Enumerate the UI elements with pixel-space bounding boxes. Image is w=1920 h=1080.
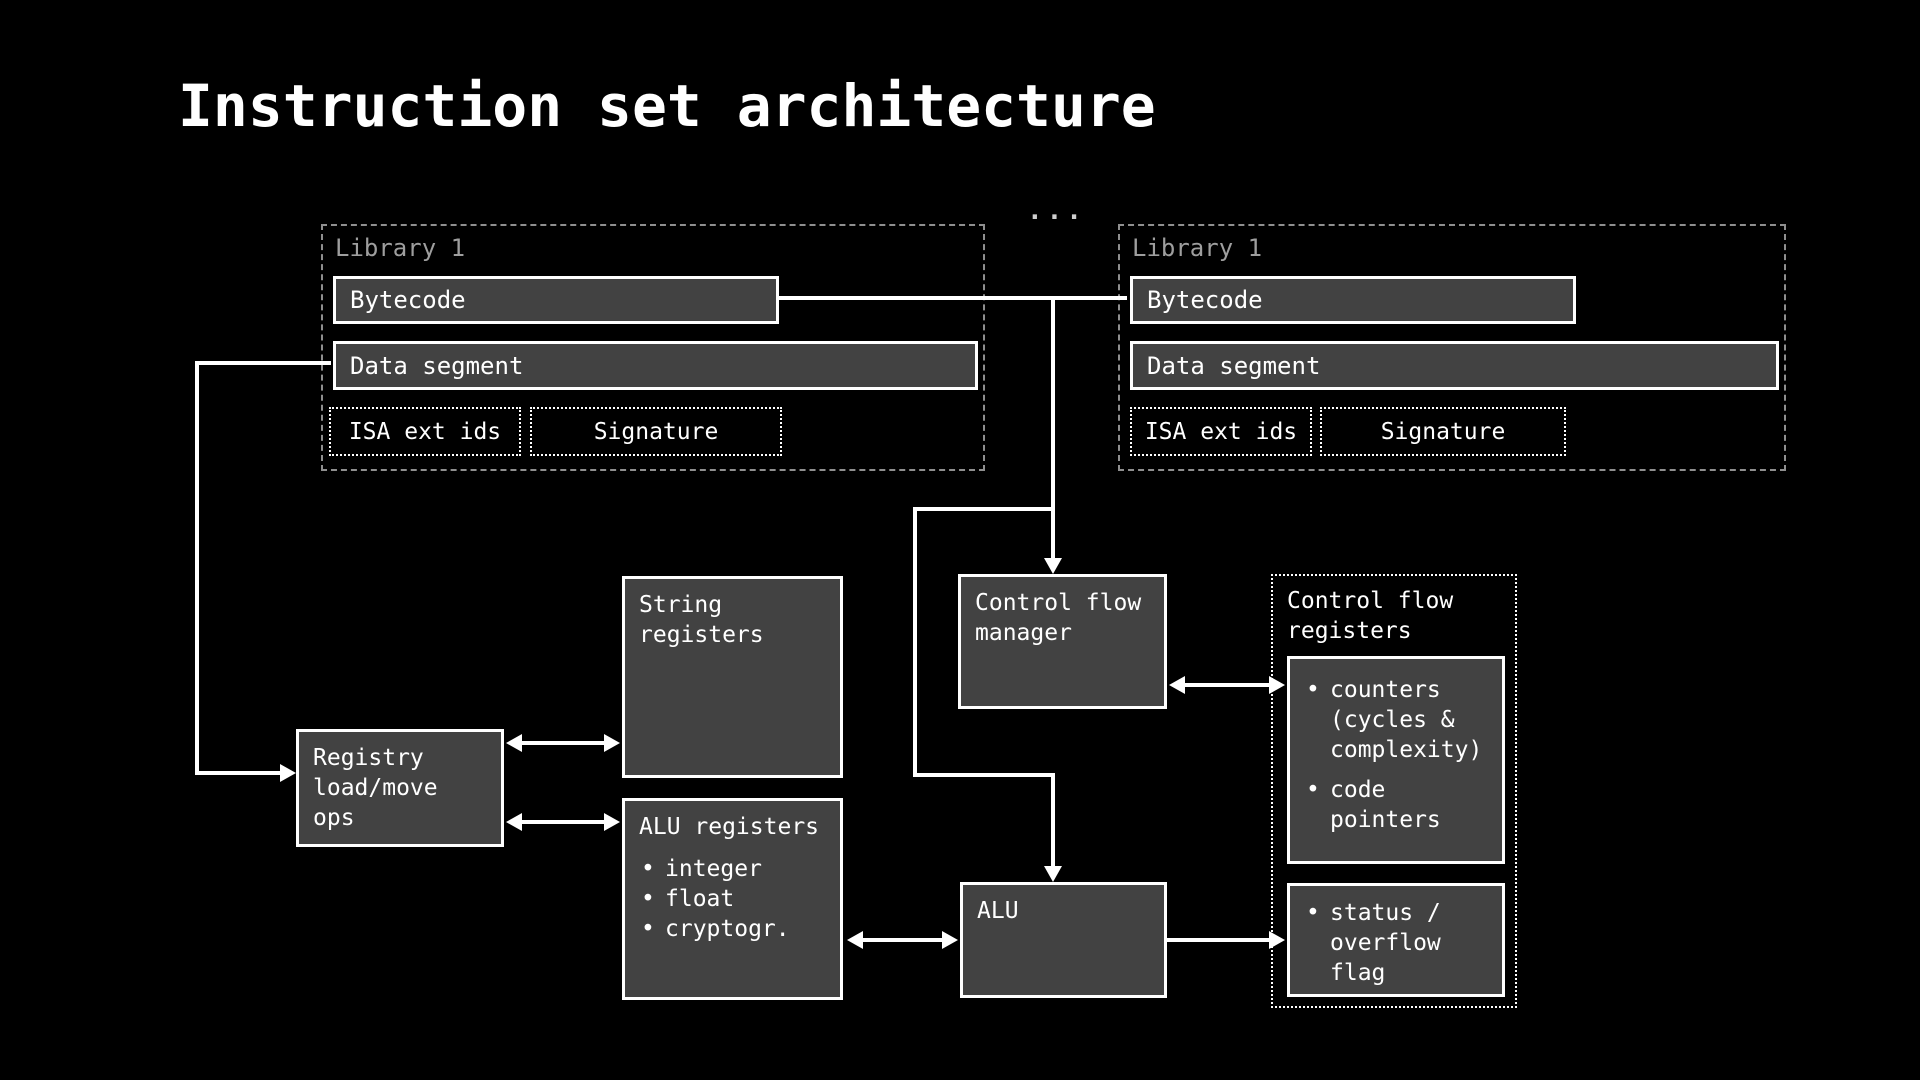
alu-status-line xyxy=(1167,938,1273,942)
control-flow-registers-label: Control flow registers xyxy=(1287,588,1454,644)
isa-ext-ids-label: ISA ext ids xyxy=(1144,418,1298,445)
data-segment-box: Data segment xyxy=(1130,341,1779,390)
cfm-counters-line xyxy=(1181,683,1273,687)
bullet-item: code pointers xyxy=(1304,775,1494,835)
string-registers-box: String registers xyxy=(622,576,843,778)
status-flag-list: status / overflow flag xyxy=(1304,898,1494,988)
arrowhead-registry-string-right xyxy=(604,734,620,752)
bullet-item: counters (cycles & complexity) xyxy=(1304,675,1494,765)
branch-bottom-line xyxy=(913,773,1053,777)
data-segment-line-top xyxy=(195,361,331,365)
arrowhead-registry-alureg-left xyxy=(506,813,522,831)
control-flow-registers-group: Control flow registers counters (cycles … xyxy=(1271,574,1517,1008)
counters-box: counters (cycles & complexity) code point… xyxy=(1287,656,1505,864)
arrowhead-into-alu xyxy=(1044,866,1062,882)
library-label: Library 1 xyxy=(1132,234,1263,262)
branch-to-alu-line xyxy=(1051,773,1055,866)
bytecode-to-cfm-line xyxy=(1051,296,1055,558)
arrowhead-into-registry xyxy=(280,764,296,782)
arrowhead-alureg-alu-left xyxy=(847,931,863,949)
alureg-alu-line xyxy=(859,938,946,942)
registry-string-line xyxy=(518,741,608,745)
data-segment-label: Data segment xyxy=(1147,351,1321,380)
alu-registers-list: integerfloatcryptogr. xyxy=(639,854,826,944)
isa-ext-ids-box: ISA ext ids xyxy=(1130,407,1312,456)
registry-load-move-ops-box: Registry load/move ops xyxy=(296,729,504,847)
library-box-1: Library 1 Bytecode Data segment ISA ext … xyxy=(321,224,985,471)
registry-load-move-ops-label: Registry load/move ops xyxy=(313,745,438,831)
arrowhead-cfm-counters-left xyxy=(1169,676,1185,694)
arrowhead-alureg-alu-right xyxy=(942,931,958,949)
branch-left-line xyxy=(913,507,917,777)
string-registers-label: String registers xyxy=(639,592,764,648)
status-flag-box: status / overflow flag xyxy=(1287,883,1505,997)
bytecode-label: Bytecode xyxy=(1147,286,1263,314)
bytecode-box: Bytecode xyxy=(1130,276,1576,324)
arrowhead-registry-alureg-right xyxy=(604,813,620,831)
isa-ext-ids-label: ISA ext ids xyxy=(348,418,502,445)
isa-ext-ids-box: ISA ext ids xyxy=(329,407,521,456)
signature-label: Signature xyxy=(593,418,719,445)
signature-box: Signature xyxy=(530,407,782,456)
data-segment-label: Data segment xyxy=(350,351,524,380)
signature-box: Signature xyxy=(1320,407,1566,456)
alu-registers-box: ALU registers integerfloatcryptogr. xyxy=(622,798,843,1000)
alu-registers-label: ALU registers xyxy=(639,814,820,840)
libraries-ellipsis: ... xyxy=(1027,196,1086,226)
alu-label: ALU xyxy=(977,898,1019,924)
bullet-item: integer xyxy=(639,854,826,884)
page-title: Instruction set architecture xyxy=(178,72,1156,140)
arrowhead-into-control-flow-manager xyxy=(1044,558,1062,574)
library-label: Library 1 xyxy=(335,234,466,262)
bytecode-box: Bytecode xyxy=(333,276,779,324)
data-segment-line-vertical xyxy=(195,361,199,775)
arrowhead-cfm-counters-right xyxy=(1269,676,1285,694)
arrowhead-registry-string-left xyxy=(506,734,522,752)
branch-top-line xyxy=(913,507,1053,511)
bytecode-label: Bytecode xyxy=(350,286,466,314)
control-flow-manager-label: Control flow manager xyxy=(975,590,1142,646)
bullet-item: status / overflow flag xyxy=(1304,898,1494,988)
bytecode-link-line xyxy=(779,296,1127,300)
alu-box: ALU xyxy=(960,882,1167,998)
library-box-2: Library 1 Bytecode Data segment ISA ext … xyxy=(1118,224,1786,471)
control-flow-manager-box: Control flow manager xyxy=(958,574,1167,709)
signature-label: Signature xyxy=(1380,418,1506,445)
data-segment-line-bottom xyxy=(195,771,282,775)
bullet-item: float xyxy=(639,884,826,914)
bullet-item: cryptogr. xyxy=(639,914,826,944)
counters-list: counters (cycles & complexity) code point… xyxy=(1304,675,1494,835)
arrowhead-into-status-flag xyxy=(1269,931,1285,949)
registry-alureg-line xyxy=(518,820,608,824)
data-segment-box: Data segment xyxy=(333,341,978,390)
